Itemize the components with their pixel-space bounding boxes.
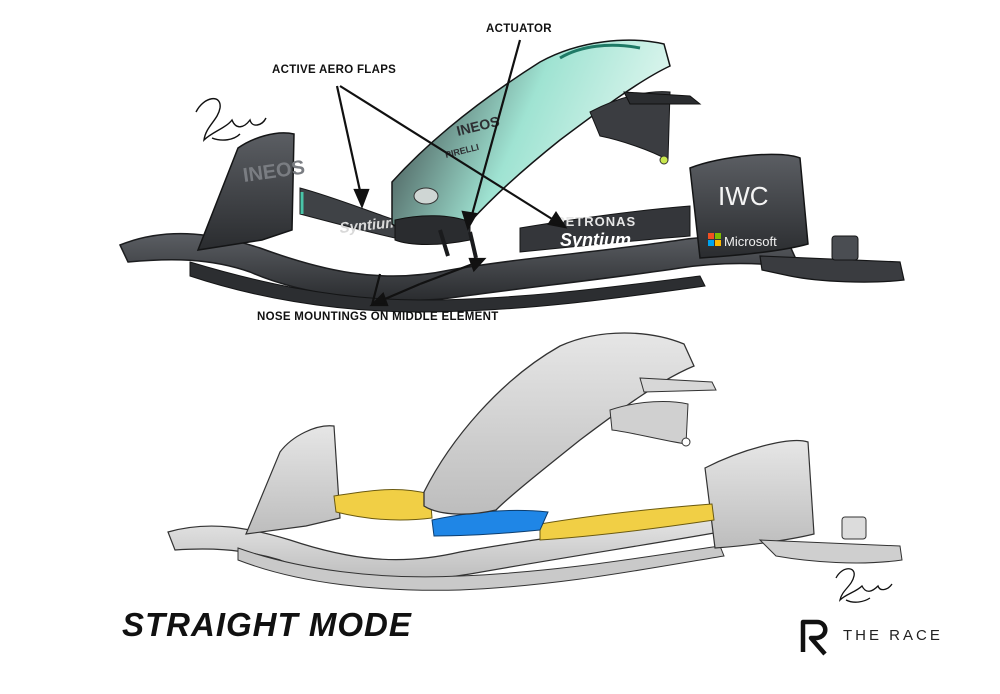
- lower-under-plane: [237, 545, 725, 591]
- right-active-flap: [519, 205, 691, 253]
- lower-right-endplate: [704, 440, 815, 549]
- nose-mountings-label: NOSE MOUNTINGS ON MIDDLE ELEMENT: [257, 311, 499, 323]
- tow-point: [659, 155, 669, 165]
- iwc-logo: IWC: [718, 181, 769, 211]
- artist-signature-bottom: [835, 568, 893, 603]
- coloured-front-wing: INEOS Syntium IWC Microsoft PETRONAS Syn…: [118, 39, 905, 313]
- lower-plane: [189, 261, 706, 313]
- mode-title: STRAIGHT MODE: [122, 606, 412, 643]
- syntium-right-logo: Syntium: [560, 230, 631, 250]
- nose-tip-underside: [394, 215, 471, 245]
- mercedes-star-badge: [413, 187, 439, 205]
- artist-signature-top: [195, 98, 267, 142]
- syntium-left-logo: Syntium: [339, 214, 400, 237]
- lower-nose-side-panel: [609, 401, 689, 445]
- blue-nose-mountings: [431, 509, 549, 537]
- yellow-active-flap-right: [539, 503, 715, 541]
- lower-right-footplate: [758, 539, 903, 564]
- right-endplate: [689, 153, 809, 259]
- yellow-active-flap-left: [333, 489, 433, 521]
- the-race-branding: [797, 618, 957, 658]
- lower-camera-pod: [639, 377, 717, 393]
- lower-footplate-block: [841, 516, 867, 540]
- line-drawing-front-wing: [167, 332, 903, 591]
- lower-left-endplate: [245, 425, 341, 535]
- left-endplate: [196, 132, 295, 251]
- r-logo-icon: [800, 619, 828, 656]
- svg-text:Microsoft: Microsoft: [724, 234, 777, 249]
- microsoft-logo: Microsoft: [708, 233, 777, 249]
- petronas-logo: PETRONAS: [556, 214, 636, 229]
- camera-pod: [623, 91, 702, 105]
- active-aero-flaps-label: ACTIVE AERO FLAPS: [272, 64, 397, 76]
- nose-mountings: [438, 229, 478, 259]
- callout-arrows: [335, 39, 568, 307]
- actuator-label: ACTUATOR: [486, 23, 552, 35]
- right-footplate-block: [831, 235, 859, 261]
- right-footplate: [759, 255, 905, 283]
- nose-star-pattern: [559, 43, 641, 60]
- nose-side-panel: [589, 91, 671, 161]
- lower-tow-point: [681, 437, 691, 447]
- brand-name: THE RACE: [843, 627, 943, 644]
- lower-nose-cone: [423, 332, 695, 515]
